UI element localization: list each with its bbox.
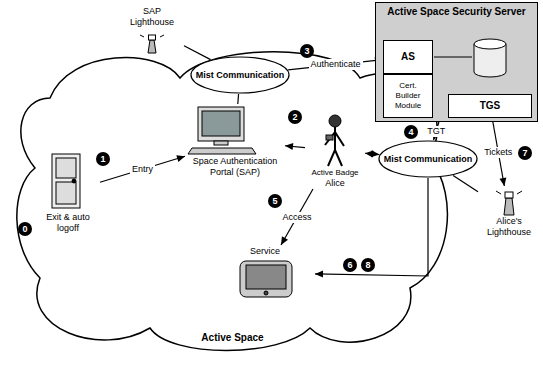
- door-icon: [52, 154, 80, 208]
- module-box: AS: [383, 40, 433, 74]
- node-label: Alice: [307, 178, 363, 189]
- lighthouse: Alice's Lighthouse: [478, 186, 540, 238]
- connector: [281, 189, 313, 245]
- arrowhead: [315, 271, 323, 278]
- node-label: Active Space: [12, 332, 453, 344]
- portal-computer: Space Authentication Portal (SAP): [185, 104, 285, 178]
- arrowhead: [365, 150, 373, 157]
- connector: [365, 150, 379, 157]
- node-label: Mist Communication: [196, 70, 285, 81]
- node-label: AS: [401, 51, 415, 63]
- lighthouse: SAP Lighthouse: [120, 6, 184, 52]
- callout-number: 2: [288, 110, 302, 124]
- connector-line: [288, 60, 383, 70]
- callout-number: 8: [361, 258, 375, 272]
- connector-line: [100, 156, 185, 182]
- arrowhead: [176, 155, 185, 162]
- edge-label: Tickets: [482, 147, 514, 158]
- module-box: TGS: [448, 94, 532, 118]
- connector: [285, 143, 305, 150]
- cloud-path: [17, 52, 448, 351]
- callout-number: 0: [18, 222, 32, 236]
- lighthouse-icon: [496, 191, 522, 215]
- arrowhead: [285, 143, 293, 150]
- node-label: Alice's Lighthouse: [480, 216, 538, 238]
- oval-shape: [379, 141, 477, 177]
- lighthouse-icon: [140, 35, 164, 53]
- node-label: Active Space Security Server: [378, 6, 535, 18]
- callout-number: 1: [96, 152, 110, 166]
- security-server: Active Space Security ServerAS Cert. Buil…: [375, 2, 538, 122]
- device-icon: [240, 261, 292, 297]
- edge-label: Entry: [130, 164, 155, 175]
- node-label: SAP Lighthouse: [122, 6, 182, 28]
- connector-line: [281, 189, 313, 245]
- arrowhead: [281, 236, 288, 245]
- node-label: Cert. Builder Module: [386, 81, 430, 111]
- person: Active BadgeAlice: [305, 112, 365, 189]
- mist-cloud: Mist Communication: [190, 56, 290, 94]
- connector: [100, 155, 185, 182]
- mist-cloud: Mist Communication: [378, 140, 478, 178]
- door: Exit & auto logoff: [36, 150, 100, 234]
- person-icon: [325, 115, 344, 166]
- callout-number: 3: [300, 44, 314, 58]
- node-label: TGS: [480, 100, 501, 112]
- node-label: Mist Communication: [384, 154, 473, 165]
- oval-shape: [191, 57, 289, 93]
- connector-line: [315, 178, 428, 276]
- connector: [288, 57, 383, 70]
- node-label: Active Badge: [307, 168, 363, 178]
- edge-label: Access: [280, 212, 313, 223]
- edge-label: TGT: [425, 126, 447, 137]
- connector: [184, 46, 211, 60]
- connector-line: [184, 46, 211, 60]
- callout-number: 6: [343, 258, 357, 272]
- connector-line: [237, 94, 239, 104]
- callout-number: 4: [404, 125, 418, 139]
- edge-label: Authenticate: [309, 59, 363, 70]
- node-label: Space Authentication Portal (SAP): [187, 156, 283, 178]
- service-device: Service: [215, 245, 315, 301]
- connector: [315, 178, 428, 278]
- module-box: Cert. Builder Module: [383, 74, 433, 118]
- connector-line: [453, 175, 478, 191]
- database-icon: [434, 36, 508, 80]
- connector: [237, 94, 239, 104]
- node-label: Service: [217, 246, 313, 257]
- node-label: Exit & auto logoff: [38, 212, 98, 234]
- callout-number: 5: [268, 194, 282, 208]
- connector: [453, 175, 478, 191]
- arrowhead: [499, 178, 506, 186]
- computer-icon: [188, 107, 256, 154]
- callout-number: 7: [518, 146, 532, 160]
